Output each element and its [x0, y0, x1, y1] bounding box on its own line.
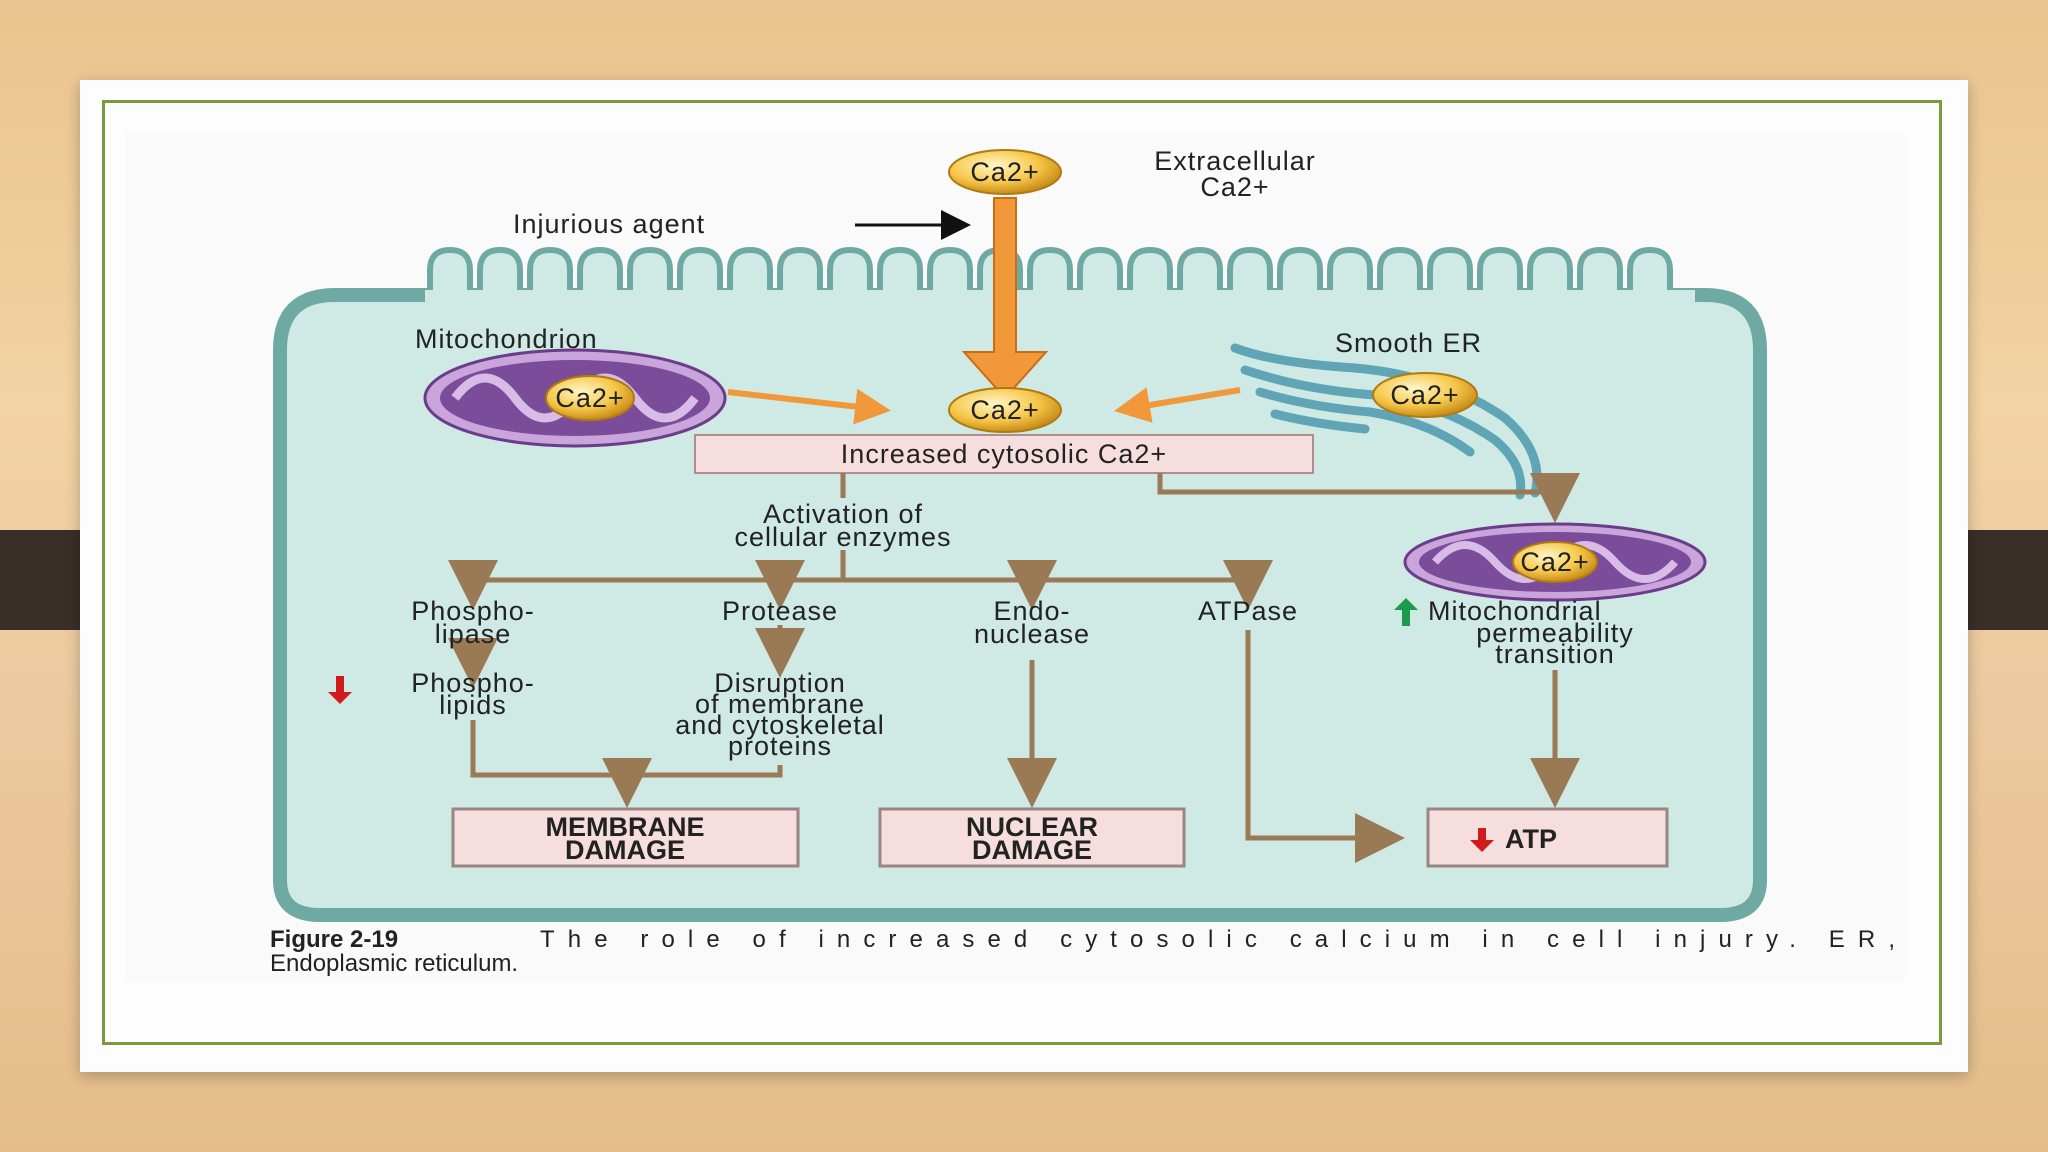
membrane-damage-label-2: DAMAGE [565, 835, 685, 865]
mpt-label-2: permeability [1476, 618, 1634, 648]
nuclear-damage-label-2: DAMAGE [972, 835, 1092, 865]
mitochondrion-label: Mitochondrion [415, 324, 598, 354]
er-ca-label: Ca2+ [1390, 380, 1459, 410]
microvilli-base [425, 290, 1695, 302]
nuclear-damage-label-1: NUCLEAR [966, 812, 1098, 842]
caption-line-2: Endoplasmic reticulum. [270, 950, 518, 977]
disruption-label-1: Disruption [714, 668, 846, 698]
mito-release-arrow [727, 388, 891, 425]
er-ca-ball [1372, 372, 1478, 418]
endonuclease-label-1: Endo- [993, 596, 1070, 626]
mpt-label-1: Mitochondrial [1428, 596, 1602, 626]
calcium-diagram: Ca2+ Extracellular Ca2+ Injurious agent … [125, 132, 1905, 982]
disruption-label-4: proteins [728, 731, 832, 761]
atp-box [1426, 807, 1669, 868]
slide-frame [102, 100, 1942, 1045]
injurious-agent-label: Injurious agent [513, 209, 705, 239]
increased-ca-box [694, 434, 1314, 474]
endonuclease-label-2: nuclease [974, 619, 1090, 649]
activation-label-1: Activation of [763, 499, 923, 529]
membrane-damage-label-1: MEMBRANE [546, 812, 705, 842]
extracellular-ca-ball [948, 149, 1062, 195]
mito-ca-ball-left [545, 375, 635, 421]
extracellular-ca-label: Ca2+ [970, 157, 1039, 187]
extracellular-label-2: Ca2+ [1200, 172, 1269, 202]
atp-down-arrow-icon [1470, 828, 1494, 852]
phospholipase-label-1: Phospho- [411, 596, 535, 626]
microvilli [427, 246, 1673, 295]
nuclear-damage-box [878, 807, 1186, 868]
caption-figure-number: Figure 2-19 [270, 926, 398, 953]
increased-ca-label: Increased cytosolic Ca2+ [841, 439, 1167, 469]
disruption-label-3: and cytoskeletal [675, 710, 885, 740]
atpase-label: ATPase [1198, 596, 1298, 626]
atp-label: ATP [1505, 824, 1557, 854]
membrane-damage-box [451, 807, 800, 868]
slide: Ca2+ Extracellular Ca2+ Injurious agent … [80, 80, 1968, 1072]
flow-lines [448, 473, 1580, 863]
phospholipase-label-2: lipase [435, 619, 512, 649]
phospholipids-label-2: lipids [439, 690, 507, 720]
activation-label-2: cellular enzymes [734, 522, 951, 552]
mito-ca-ball-right [1512, 541, 1598, 583]
disruption-label-2: of membrane [695, 689, 865, 719]
phospholipids-label-1: Phospho- [411, 668, 535, 698]
er-release-arrow [1114, 387, 1241, 423]
cytosolic-ca-ball [948, 387, 1062, 433]
smooth-er-label: Smooth ER [1335, 328, 1482, 358]
down-arrow-icon [328, 676, 352, 704]
calcium-influx-arrow [961, 197, 1049, 400]
mito-ca-label-right: Ca2+ [1520, 547, 1589, 577]
cytosolic-ca-label: Ca2+ [970, 395, 1039, 425]
up-arrow-icon [1394, 598, 1418, 626]
protease-label: Protease [722, 596, 838, 626]
extracellular-label-1: Extracellular [1154, 146, 1316, 176]
mito-ca-label-left: Ca2+ [555, 383, 624, 413]
mpt-label-3: transition [1495, 639, 1615, 669]
